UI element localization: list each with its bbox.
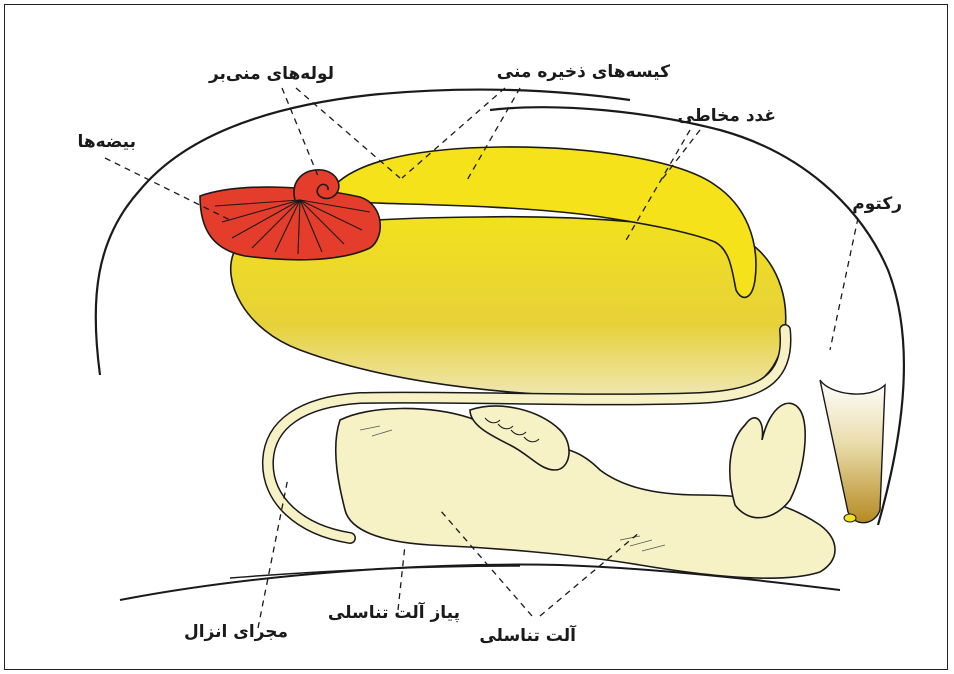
- label-penis: آلت تناسلی: [479, 628, 576, 645]
- label-ejaculatory-duct: مجرای انزال: [184, 624, 288, 641]
- rectum: [820, 380, 885, 523]
- leader-penis-bulb: [398, 545, 405, 610]
- label-rectum: رکتوم: [852, 196, 902, 213]
- label-vas-deferens: لوله‌های منی‌بر: [209, 66, 334, 83]
- leader-vas-deferens-1: [282, 88, 318, 176]
- leader-rectum: [830, 218, 858, 350]
- rectum-opening: [844, 514, 856, 522]
- label-seminal-vesicles: کیسه‌های ذخیره منی: [497, 64, 670, 81]
- label-testes: بیضه‌ها: [77, 134, 136, 151]
- label-mucous-gland: غدد مخاطی: [678, 108, 776, 125]
- label-penis-bulb: پیاز آلت تناسلی: [328, 605, 460, 622]
- body-outline-lower-2: [230, 566, 520, 578]
- testes: [200, 187, 380, 260]
- penis-tip: [730, 403, 805, 517]
